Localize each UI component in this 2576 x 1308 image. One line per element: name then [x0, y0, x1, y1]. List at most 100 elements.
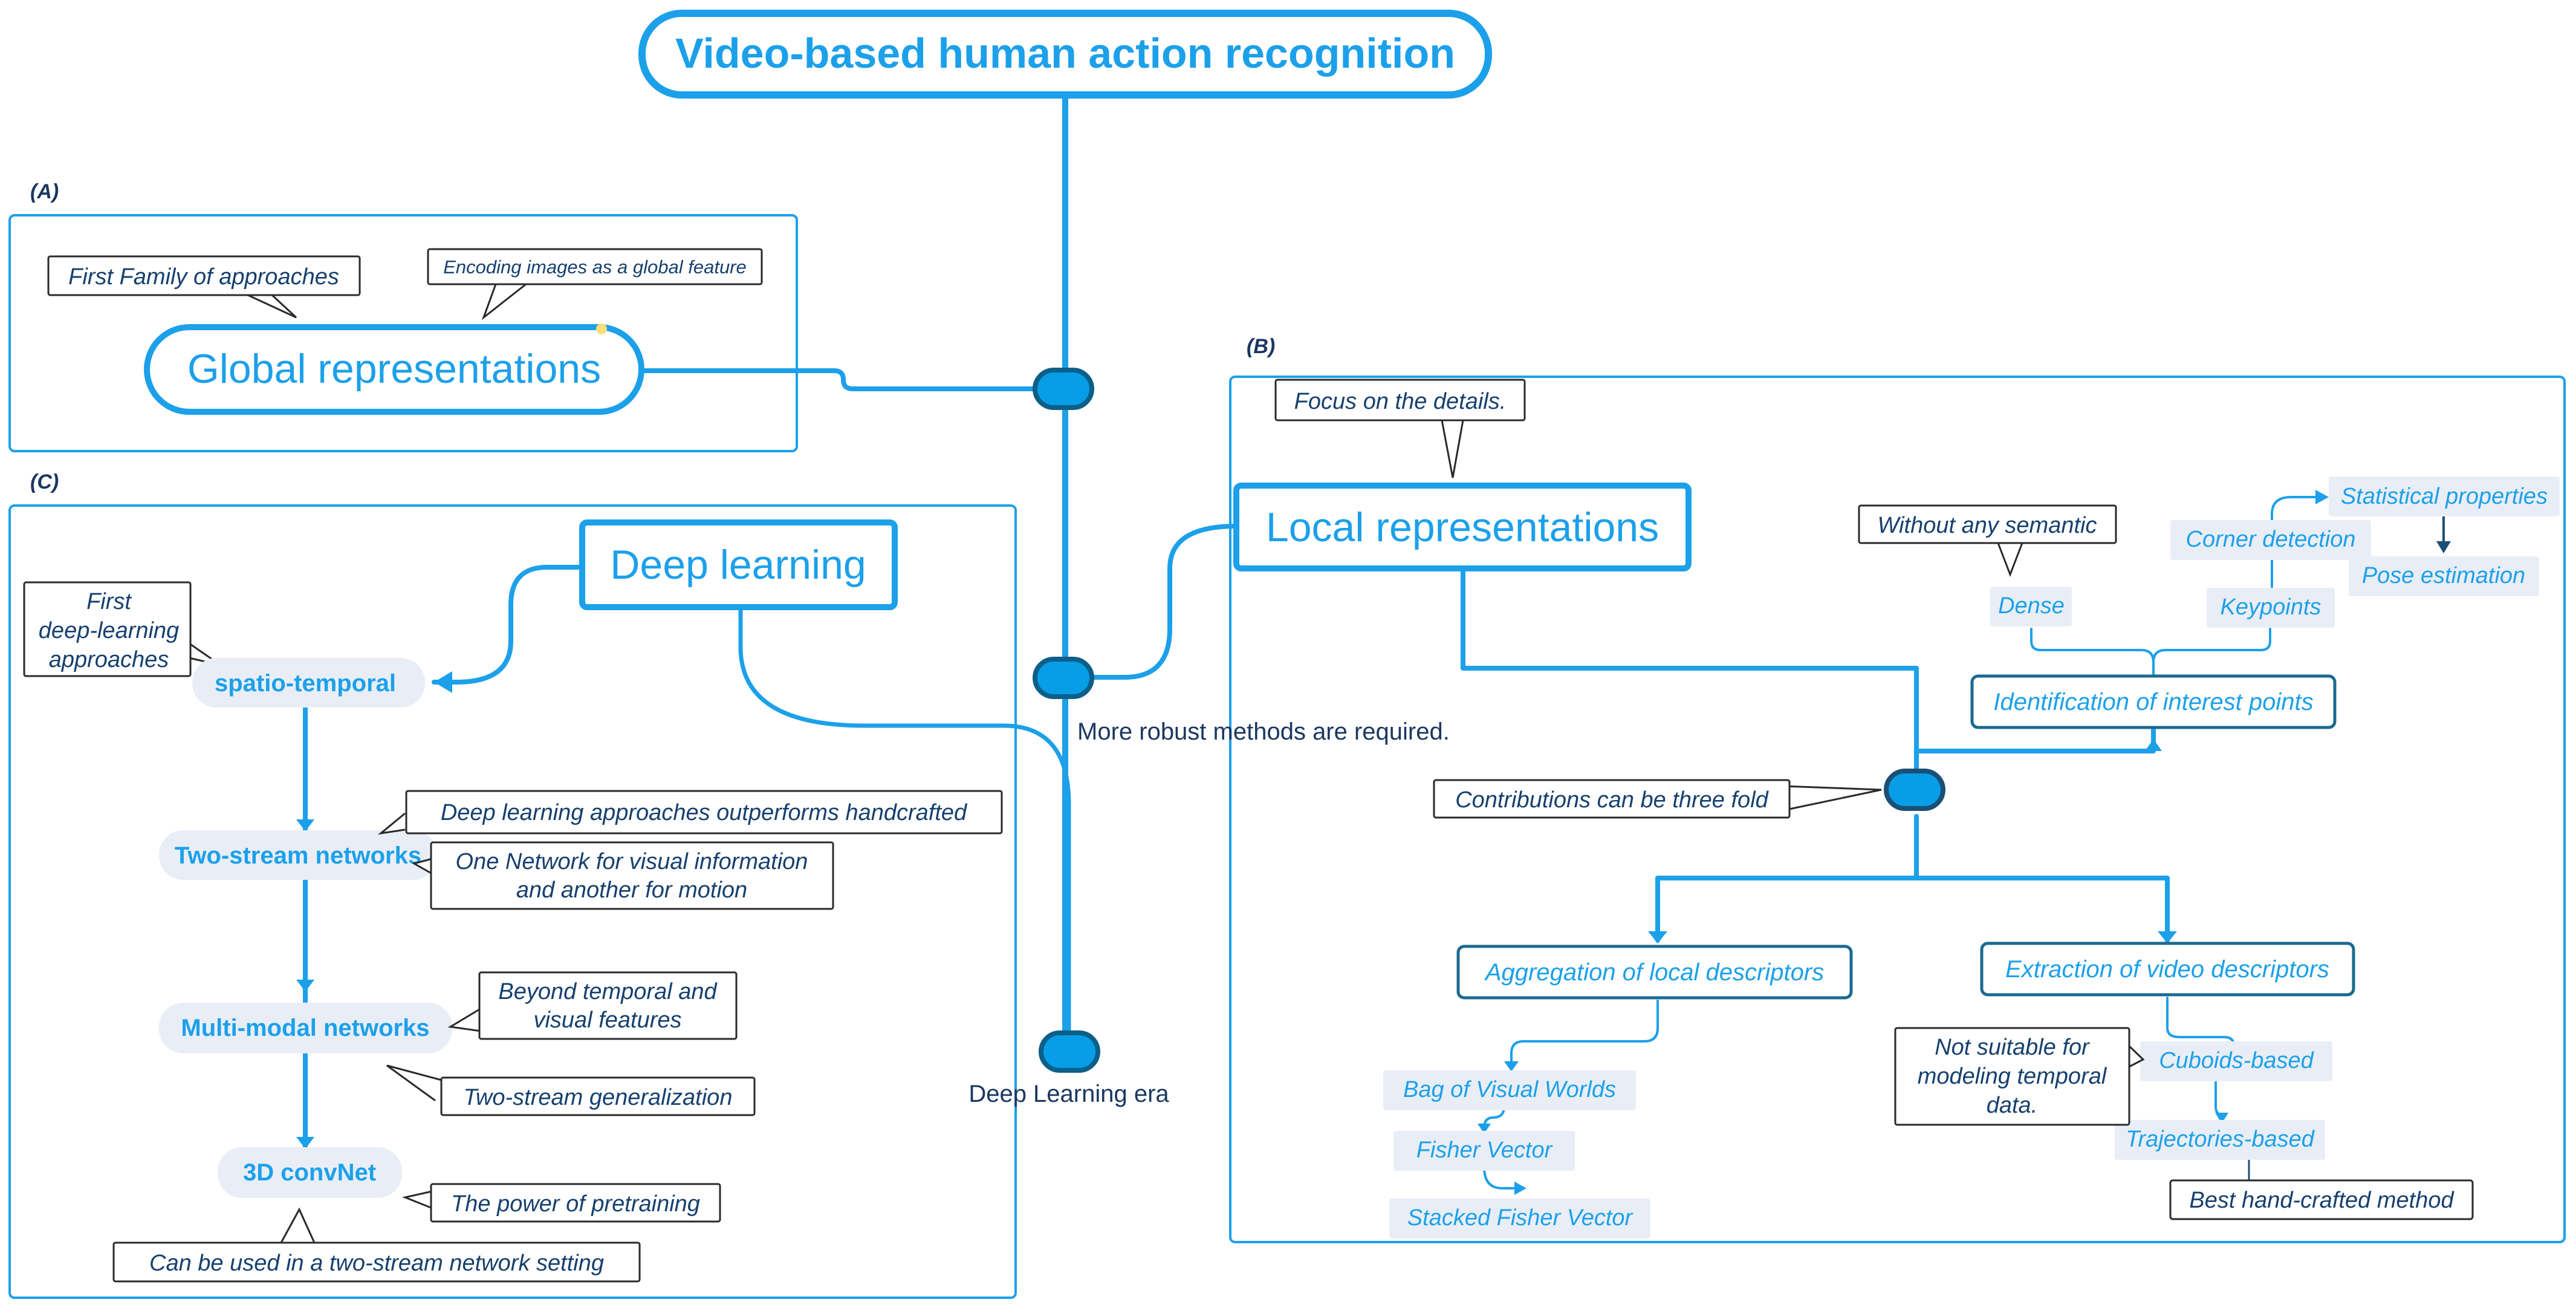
stacked-bg: [1389, 1199, 1650, 1238]
connector-statistical: [2271, 496, 2320, 589]
svg-text:Deep learning approaches outpe: Deep learning approaches outperforms han…: [441, 800, 968, 825]
connector-extraction: [1914, 876, 2170, 943]
svg-text:modeling temporal: modeling temporal: [1918, 1064, 2107, 1089]
multi-modal-label: Multi-modal networks: [181, 1015, 429, 1041]
arrow-aggregation: [1648, 931, 1667, 943]
keypoints-bg: [2207, 588, 2335, 628]
callout-two-stream-setting: Can be used in a two-stream network sett…: [112, 1207, 641, 1283]
connector-local-junction: [1461, 566, 1919, 792]
connector-trajectories: [2214, 1081, 2226, 1117]
deep-topic-box: [579, 519, 898, 610]
connector-bag: [1510, 1000, 1659, 1069]
arrow-fisher: [1478, 1124, 1491, 1134]
arrow-convnet: [296, 1137, 314, 1149]
svg-text:deep-learning: deep-learning: [39, 618, 179, 643]
arrow-trajectories: [2215, 1113, 2228, 1124]
global-topic-box: [144, 324, 644, 415]
svg-text:Contributions can be three fol: Contributions can be three fold: [1455, 787, 1769, 813]
dense-bg: [1990, 587, 2072, 626]
keypoints-label: Keypoints: [2221, 594, 2321, 620]
trajectories-bg: [2115, 1120, 2325, 1160]
connector-dense: [2030, 628, 2155, 677]
bag-bg: [1383, 1070, 1636, 1110]
highlight-dot: [596, 324, 607, 334]
callout-outperforms: Deep learning approaches outperforms han…: [377, 790, 1003, 835]
svg-text:and another for motion: and another for motion: [516, 877, 747, 903]
two-stream-label: Two-stream networks: [175, 842, 421, 869]
arrow-pose: [2436, 541, 2451, 553]
svg-text:Encoding images as a global fe: Encoding images as a global feature: [443, 256, 747, 278]
spatio-temporal-label: spatio-temporal: [215, 670, 396, 697]
best-method-label: Best hand-crafted method: [2189, 1188, 2454, 1213]
svg-text:Two-stream generalization: Two-stream generalization: [464, 1085, 733, 1110]
svg-text:First: First: [86, 589, 132, 614]
statistical-bg: [2329, 477, 2560, 516]
spatio-temporal-pill: [192, 658, 425, 708]
two-stream-pill: [159, 830, 437, 880]
svg-text:Without any semantic: Without any semantic: [1878, 513, 2097, 538]
main-title-box: [638, 10, 1492, 99]
svg-text:visual features: visual features: [533, 1007, 681, 1033]
extraction-label: Extraction of video descriptors: [2005, 956, 2329, 983]
best-method-box: [2169, 1179, 2474, 1220]
cuboids-bg: [2140, 1041, 2332, 1081]
corner-detection-label: Corner detection: [2186, 527, 2356, 552]
arrow-interest: [2145, 739, 2162, 751]
local-topic-box: [1233, 483, 1692, 571]
spine-node-global: [1033, 368, 1094, 410]
arrow-stacked: [1514, 1182, 1526, 1195]
connector-global: [640, 368, 1068, 391]
pose-estimation-label: Pose estimation: [2362, 563, 2525, 588]
aggregation-label: Aggregation of local descriptors: [1484, 959, 1824, 986]
panel-label-c: (C): [30, 470, 59, 493]
aggregation-box: [1456, 945, 1853, 1000]
callout-contributions: Contributions can be three fold: [1433, 779, 1882, 819]
bag-label: Bag of Visual Worlds: [1403, 1077, 1616, 1102]
arrow-extraction: [2158, 931, 2177, 943]
local-topic-title: Local representations: [1266, 504, 1659, 550]
callout-first-deep: First deep-learning approaches: [23, 581, 221, 677]
main-title: Video-based human action recognition: [675, 30, 1455, 77]
connector-deep-era: [738, 602, 1071, 1049]
convnet-pill: [218, 1147, 402, 1198]
callout-encoding: Encoding images as a global feature: [427, 248, 763, 320]
svg-text:Beyond temporal and: Beyond temporal and: [498, 979, 718, 1004]
svg-text:First Family of approaches: First Family of approaches: [68, 264, 339, 290]
connector-stacked: [1483, 1166, 1519, 1189]
arrow-multi-modal: [296, 980, 314, 992]
pose-estimation-bg: [2349, 556, 2539, 596]
dense-label: Dense: [1998, 593, 2065, 619]
interest-points-box: [1970, 674, 2337, 729]
callout-first-family: First Family of approaches: [47, 255, 361, 319]
arrow-two-stream: [296, 819, 314, 831]
interest-points-label: Identification of interest points: [1993, 689, 2313, 715]
deep-topic-title: Deep learning: [610, 542, 866, 588]
panel-local: [1229, 376, 2566, 1243]
connector-keypoints: [2152, 628, 2271, 663]
corner-detection-bg: [2170, 520, 2371, 560]
junction-node: [1884, 769, 1945, 811]
svg-text:One Network for visual informa: One Network for visual information: [456, 849, 808, 874]
panel-global: [8, 214, 798, 452]
callout-one-network: One Network for visual information and a…: [412, 841, 834, 910]
cuboids-label: Cuboids-based: [2159, 1048, 2314, 1073]
callout-beyond: Beyond temporal and visual features: [447, 971, 738, 1040]
connector-interest: [1914, 726, 2156, 753]
callout-focus: Focus on the details.: [1274, 379, 1526, 478]
statistical-label: Statistical properties: [2341, 484, 2548, 509]
multi-modal-pill: [159, 1003, 452, 1053]
arrow-statistical: [2315, 490, 2329, 504]
callout-not-suitable: Not suitable for modeling temporal data.: [1894, 1027, 2145, 1126]
svg-text:Can be used in a two-stream n: Can be used in a two-stream network sett…: [149, 1251, 604, 1276]
connector-fisher: [1483, 1105, 1505, 1129]
svg-text:Focus on the details.: Focus on the details.: [1294, 389, 1507, 414]
global-topic-title: Global representations: [187, 346, 601, 392]
svg-text:The power of pretraining: The power of pretraining: [451, 1191, 700, 1217]
note-era: Deep Learning era: [968, 1081, 1169, 1107]
svg-text:data.: data.: [1987, 1093, 2038, 1118]
stacked-label: Stacked Fisher Vector: [1407, 1205, 1634, 1231]
callout-without-semantic: Without any semantic: [1858, 504, 2117, 578]
panel-deep: [8, 504, 1017, 1299]
spine-node-local: [1033, 657, 1094, 699]
